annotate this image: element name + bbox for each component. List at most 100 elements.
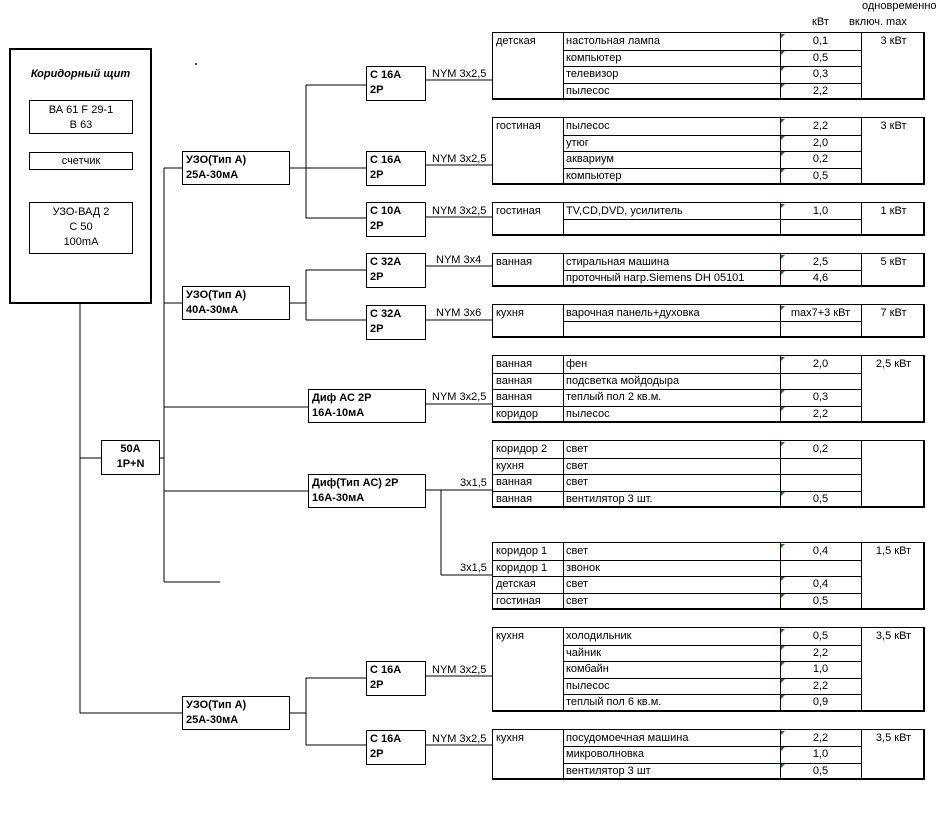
load-name: компьютер bbox=[566, 52, 622, 64]
load-name: свет bbox=[566, 545, 589, 557]
group-max-power: 3,5 кВт bbox=[875, 630, 912, 642]
row-room: кухня bbox=[496, 460, 524, 472]
load-power: 0,3 bbox=[812, 391, 829, 403]
load-name: стиральная машина bbox=[566, 256, 670, 268]
load-name: посудомоечная машина bbox=[566, 732, 689, 744]
cell-marker-icon bbox=[781, 662, 785, 666]
table-divider bbox=[861, 356, 862, 421]
rcd-5: УЗО(Тип А) 25A-30мА bbox=[182, 696, 290, 730]
table-divider bbox=[861, 254, 862, 285]
table-divider bbox=[861, 543, 862, 608]
load-power: 0,1 bbox=[812, 35, 829, 47]
breaker-2-poles: 2Р bbox=[370, 169, 384, 181]
rcd-2: УЗО(Тип А) 40A-30мА bbox=[182, 286, 290, 320]
load-name: холодильник bbox=[566, 630, 632, 642]
cable-label: NYM 3x2,5 bbox=[432, 68, 487, 80]
rcd-5-rating: 25A-30мА bbox=[186, 714, 239, 726]
row-divider bbox=[563, 678, 861, 679]
load-power: max7+3 кВт bbox=[790, 307, 851, 319]
cell-marker-icon bbox=[781, 84, 785, 88]
table-divider bbox=[563, 441, 564, 506]
table-divider bbox=[861, 730, 862, 778]
room-name: кухня bbox=[496, 732, 524, 744]
table-divider bbox=[861, 33, 862, 98]
group-max-power: 1,5 кВт bbox=[875, 545, 912, 557]
kw-column-header: кВт bbox=[812, 16, 829, 28]
main-switch-line1: 50A bbox=[120, 443, 141, 455]
table-divider bbox=[861, 118, 862, 183]
breaker-4-rating: С 32А bbox=[370, 256, 402, 268]
room-name: кухня bbox=[496, 307, 524, 319]
row-room: ванная bbox=[496, 358, 533, 370]
cell-marker-icon bbox=[781, 255, 785, 259]
group-max-power: 3,5 кВт bbox=[875, 732, 912, 744]
group-max-power: 3 кВт bbox=[880, 35, 907, 47]
table-divider bbox=[861, 628, 862, 710]
table-divider bbox=[780, 543, 781, 608]
rcd-4-type: Диф(Тип АС) 2Р bbox=[312, 477, 399, 489]
rcd-1-type: УЗО(Тип А) bbox=[186, 154, 247, 166]
cable-label: NYM 3x6 bbox=[436, 307, 482, 319]
cell-marker-icon bbox=[781, 271, 785, 275]
load-name: TV,CD,DVD, усилитель bbox=[566, 205, 683, 217]
cell-marker-icon bbox=[781, 679, 785, 683]
row-divider bbox=[563, 270, 861, 271]
load-name: вентилятор 3 шт. bbox=[566, 493, 653, 505]
main-switch: 50A 1P+N bbox=[101, 440, 160, 475]
breaker-3-poles: 2Р bbox=[370, 220, 384, 232]
main-switch-line2: 1P+N bbox=[116, 458, 145, 470]
row-room: коридор 1 bbox=[496, 545, 548, 557]
rcd-1-rating: 25A-30мА bbox=[186, 169, 239, 181]
cell-marker-icon bbox=[781, 34, 785, 38]
table-divider bbox=[563, 356, 564, 421]
cable-label: NYM 3x2,5 bbox=[432, 205, 487, 217]
cell-marker-icon bbox=[781, 764, 785, 768]
group-max-power: 7 кВт bbox=[880, 307, 907, 319]
main-breaker-line1: ВА 61 F 29-1 bbox=[48, 104, 114, 116]
load-power: 0,5 bbox=[812, 52, 829, 64]
load-power: 2,5 bbox=[812, 256, 829, 268]
cell-marker-icon bbox=[781, 577, 785, 581]
load-name: настольная лампа bbox=[566, 35, 661, 47]
row-divider bbox=[563, 321, 861, 322]
cell-marker-icon bbox=[781, 731, 785, 735]
table-divider bbox=[861, 441, 862, 506]
row-divider bbox=[563, 694, 861, 695]
load-name: теплый пол 2 кв.м. bbox=[566, 391, 662, 403]
rcd-3-type: Диф АС 2Р bbox=[312, 392, 372, 404]
corridor-panel: Коридорный щит ВА 61 F 29-1 В 63 счетчик… bbox=[9, 48, 152, 304]
cable-label: NYM 3x2,5 bbox=[432, 391, 487, 403]
table-divider bbox=[861, 203, 862, 234]
table-divider bbox=[780, 356, 781, 421]
row-room: ванная bbox=[496, 391, 533, 403]
panel-rcd-box: УЗО-ВАД 2 С 50 100mA bbox=[29, 202, 133, 254]
table-divider bbox=[780, 254, 781, 285]
load-power: 4,6 bbox=[812, 272, 829, 284]
load-name: вентилятор 3 шт bbox=[566, 765, 651, 777]
panel-rcd-line3: 100mA bbox=[63, 236, 99, 248]
row-divider bbox=[563, 168, 861, 169]
rcd-3: Диф АС 2Р 16A-10мА bbox=[308, 389, 426, 423]
cell-marker-icon bbox=[781, 306, 785, 310]
breaker-1-poles: 2Р bbox=[370, 84, 384, 96]
cell-marker-icon bbox=[781, 646, 785, 650]
row-divider bbox=[493, 560, 861, 561]
load-name: комбайн bbox=[566, 663, 609, 675]
cell-marker-icon bbox=[781, 357, 785, 361]
load-name: свет bbox=[566, 578, 589, 590]
cell-marker-icon bbox=[781, 629, 785, 633]
cell-marker-icon bbox=[781, 492, 785, 496]
panel-rcd-line1: УЗО-ВАД 2 bbox=[52, 206, 110, 218]
cell-marker-icon bbox=[781, 544, 785, 548]
breaker-6-poles: 2Р bbox=[370, 679, 384, 691]
table-divider bbox=[563, 203, 564, 234]
main-breaker-line2: В 63 bbox=[69, 119, 93, 131]
panel-rcd-line2: С 50 bbox=[69, 221, 93, 233]
load-power: 2,2 bbox=[812, 680, 829, 692]
